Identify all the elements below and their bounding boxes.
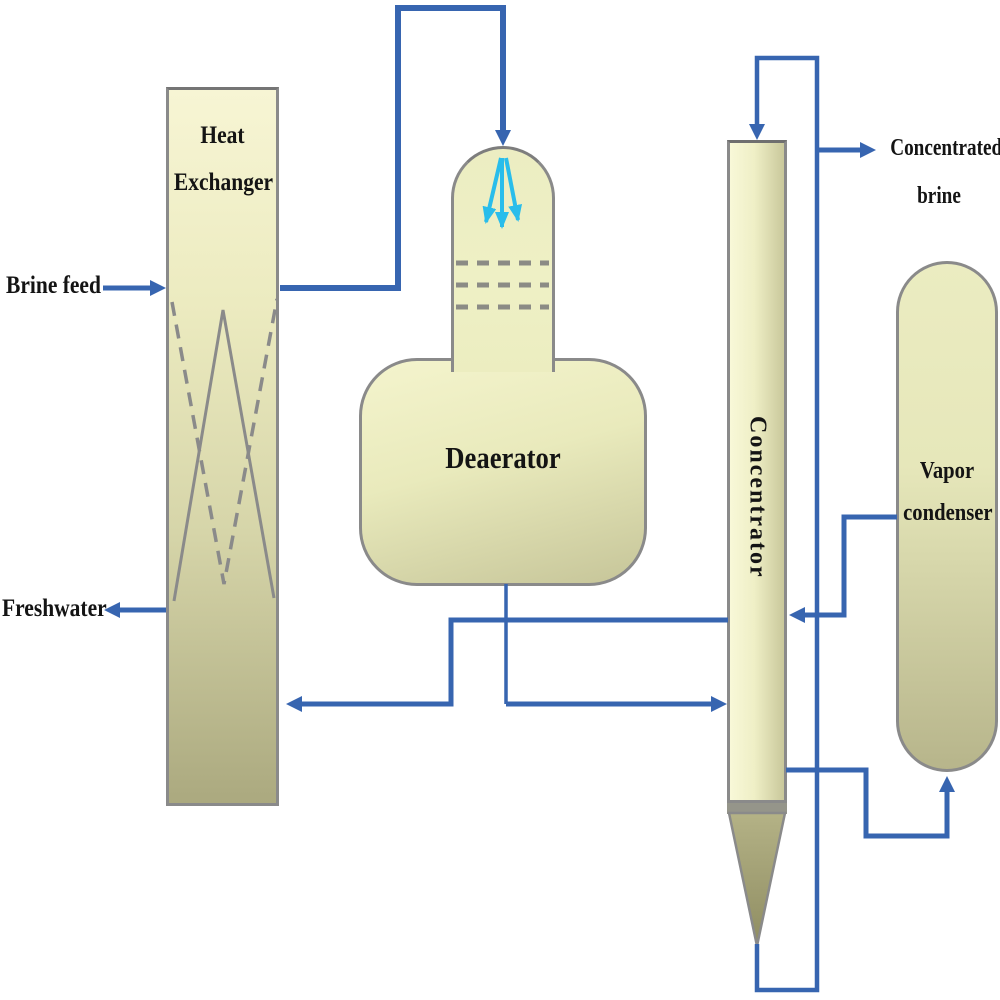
vapor-condenser-label: Vapor condenser xyxy=(903,458,993,526)
concentrator-bottom-band xyxy=(727,803,787,814)
brine-feed-label: Brine feed xyxy=(6,272,101,299)
deaerator-trays xyxy=(456,260,549,310)
pipe-arrowheads xyxy=(104,124,955,792)
concentrator-column xyxy=(727,140,787,803)
arrowhead-freshwater xyxy=(104,602,120,618)
arrowhead-into-deaerator xyxy=(495,130,511,146)
concentrated-brine-label: Concentrated brine xyxy=(890,135,1000,209)
pipe-brine-recirculation xyxy=(754,55,820,993)
freshwater-label: Freshwater xyxy=(2,595,107,622)
pipe-condenser-to-concentrator xyxy=(803,514,897,618)
arrowhead-into-hx-brine xyxy=(150,280,166,296)
heat-exchanger-dashed-chevron xyxy=(170,298,279,585)
pipe-concentrator-to-condenser xyxy=(786,767,950,839)
concentrator-cone xyxy=(727,811,787,947)
process-pipes xyxy=(103,5,950,993)
vapor-condenser-vessel xyxy=(896,261,998,772)
heat-exchanger-solid-chevron xyxy=(172,309,276,602)
arrowhead-into-condenser xyxy=(939,776,955,792)
arrowhead-into-concentrator-top xyxy=(749,124,765,140)
arrowhead-into-hx-return xyxy=(286,696,302,712)
spray-arrows xyxy=(482,157,523,229)
pipe-hx-to-deaerator xyxy=(280,5,506,291)
deaerator-vessel xyxy=(359,358,647,586)
deaerator-label: Deaerator xyxy=(445,440,561,475)
heat-exchanger-vessel xyxy=(166,87,279,806)
spray-arrow-left xyxy=(482,157,503,224)
arrowhead-into-concentrator-right xyxy=(789,607,805,623)
heat-exchanger-label: Heat Exchanger xyxy=(173,122,274,196)
concentrator-label: Concentrator xyxy=(744,416,771,579)
arrowhead-concentrated-brine xyxy=(860,142,876,158)
pipe-concentrator-to-hx xyxy=(300,617,728,707)
spray-arrow-right xyxy=(504,157,523,222)
arrowhead-into-concentrator-left xyxy=(711,696,727,712)
